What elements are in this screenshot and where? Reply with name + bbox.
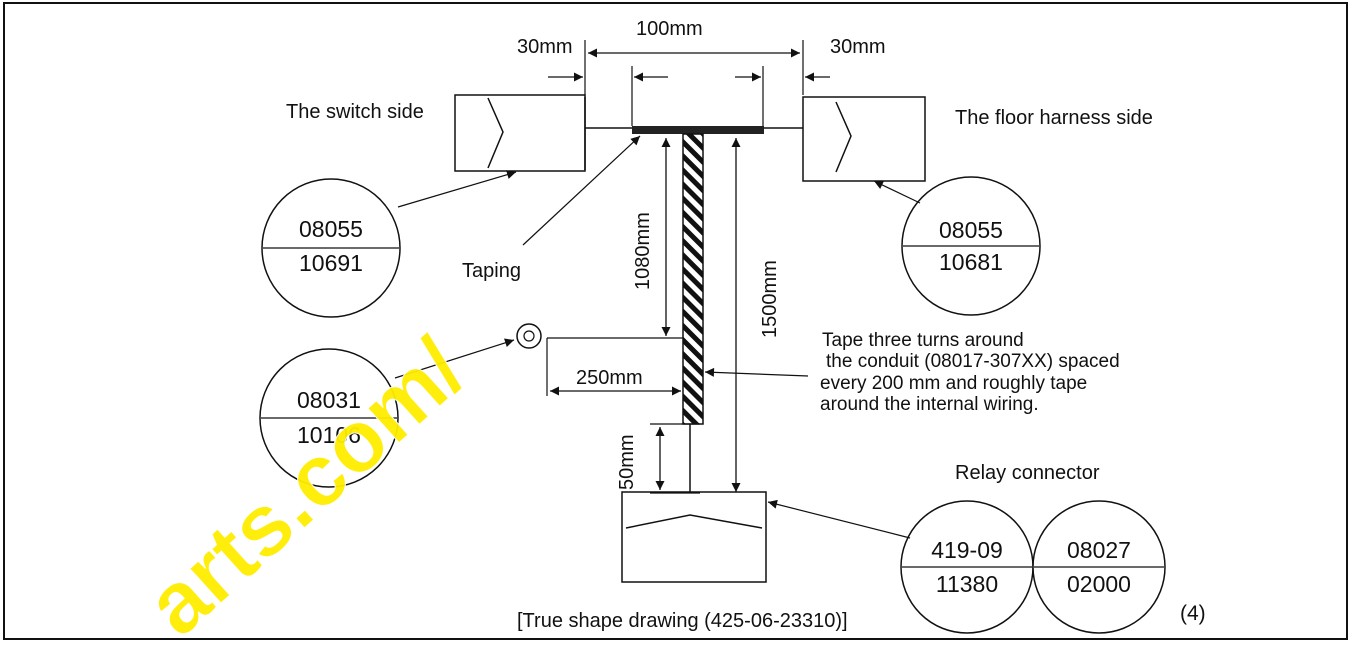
- callout-relay-1-top: 419-09: [931, 537, 1003, 563]
- leader-floor: [873, 180, 921, 204]
- callout-floor-bottom: 10681: [939, 249, 1003, 275]
- leader-tape-note: [704, 367, 809, 377]
- label-caption: [True shape drawing (425-06-23310)]: [517, 610, 848, 632]
- callout-relay-2: 08027 02000: [1032, 500, 1166, 634]
- frame-border: [3, 2, 1348, 640]
- label-dim-1080: 1080mm: [632, 212, 654, 290]
- label-tape-note-4: around the internal wiring.: [820, 394, 1039, 415]
- callout-relay-2-top: 08027: [1067, 537, 1131, 563]
- label-dim-250: 250mm: [576, 367, 643, 389]
- callout-relay-1-bottom: 11380: [936, 571, 998, 597]
- top-extension-lines: [584, 40, 804, 126]
- label-switch-side: The switch side: [286, 101, 424, 123]
- top-tape-bar: [632, 126, 764, 134]
- leader-switch: [397, 170, 517, 208]
- leader-taping: [522, 135, 641, 246]
- callout-clamp-top: 08031: [297, 387, 361, 413]
- callout-floor: 08055 10681: [901, 176, 1041, 316]
- label-taping: Taping: [462, 260, 521, 282]
- callout-relay-2-bottom: 02000: [1067, 571, 1131, 597]
- label-relay-connector: Relay connector: [955, 462, 1100, 484]
- label-dim-30-right: 30mm: [830, 36, 886, 58]
- callout-switch-top: 08055: [299, 216, 363, 242]
- label-dim-100: 100mm: [636, 18, 703, 40]
- callout-clamp: 08031 10106: [259, 348, 399, 488]
- label-tape-note-3: every 200 mm and roughly tape: [820, 373, 1087, 394]
- leader-relay: [767, 499, 911, 539]
- callout-floor-top: 08055: [939, 217, 1003, 243]
- label-dim-1500: 1500mm: [759, 260, 781, 338]
- floor-side-connector: [802, 96, 926, 182]
- leader-clamp: [394, 338, 515, 379]
- label-tape-note-2: the conduit (08017-307XX) spaced: [826, 351, 1120, 372]
- label-dim-30-left: 30mm: [517, 36, 573, 58]
- callout-clamp-bottom: 10106: [297, 422, 361, 448]
- label-page-number: (4): [1180, 602, 1206, 625]
- label-tape-note-1: Tape three turns around: [822, 330, 1024, 351]
- callout-switch: 08055 10691: [261, 178, 401, 318]
- conduit-hatched: [682, 133, 704, 425]
- label-floor-side: The floor harness side: [955, 107, 1153, 129]
- switch-side-connector: [454, 94, 586, 172]
- callout-relay-1: 419-09 11380: [900, 500, 1034, 634]
- relay-connector-shape: [621, 491, 767, 583]
- callout-switch-bottom: 10691: [299, 250, 363, 276]
- clamp-ring: [516, 323, 542, 349]
- label-dim-50: 50mm: [616, 434, 638, 490]
